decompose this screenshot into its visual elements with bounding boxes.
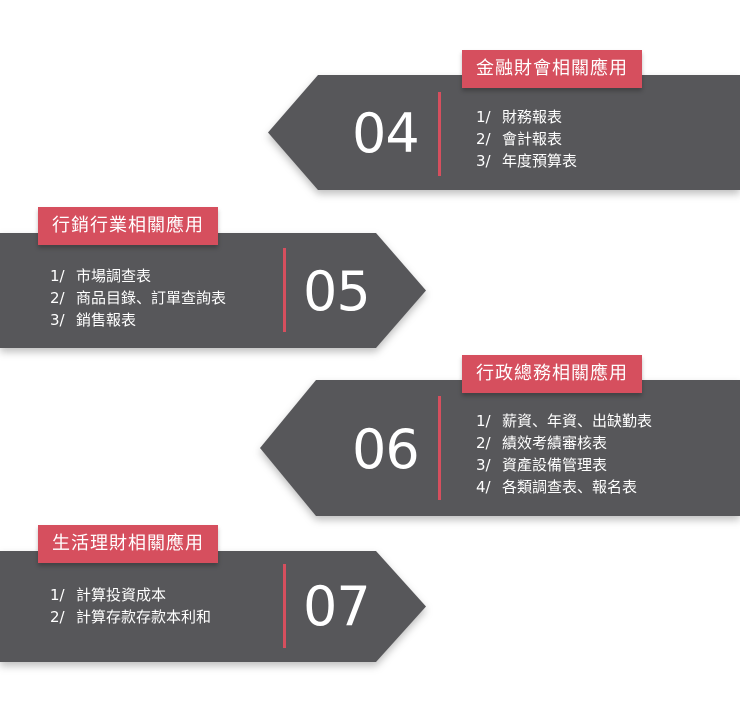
list-item: 2/商品目錄、訂單查詢表: [50, 289, 227, 307]
section-06-divider: [438, 396, 441, 500]
list-item: 2/計算存款存款本利和: [50, 608, 212, 626]
section-05-items: 1/市場調查表 2/商品目錄、訂單查詢表 3/銷售報表: [50, 265, 226, 331]
section-04-items: 1/財務報表 2/會計報表 3/年度預算表: [476, 106, 577, 172]
section-07-number: 07: [303, 575, 371, 638]
section-06-items: 1/薪資、年資、出缺勤表 2/績效考績審核表 3/資產設備管理表 4/各類調查表…: [476, 410, 652, 498]
section-04-number: 04: [352, 102, 420, 165]
section-07-label: 生活理財相關應用: [38, 525, 218, 563]
arrow-shape: [268, 75, 740, 190]
section-05-divider: [283, 248, 286, 332]
arrow-shape: [0, 551, 426, 662]
list-item: 1/計算投資成本: [50, 586, 167, 604]
section-04-arrow: [268, 75, 740, 190]
list-item: 4/各類調查表、報名表: [476, 478, 638, 496]
list-item: 2/績效考績審核表: [476, 434, 608, 452]
section-05-label: 行銷行業相關應用: [38, 207, 218, 245]
arrow-shape: [260, 380, 740, 516]
arrow-shape: [0, 233, 426, 348]
section-05-arrow: [0, 233, 426, 348]
section-05-number: 05: [303, 260, 371, 323]
list-item: 1/薪資、年資、出缺勤表: [476, 412, 653, 430]
section-06-number: 06: [352, 418, 420, 481]
section-07-divider: [283, 564, 286, 648]
list-item: 3/銷售報表: [50, 311, 137, 329]
section-04-divider: [438, 92, 441, 176]
section-06-arrow: [260, 380, 740, 516]
section-04-label: 金融財會相關應用: [462, 50, 642, 88]
list-item: 1/市場調查表: [50, 267, 152, 285]
list-item: 3/資產設備管理表: [476, 456, 608, 474]
section-07-items: 1/計算投資成本 2/計算存款存款本利和: [50, 584, 211, 628]
list-item: 1/財務報表: [476, 108, 563, 126]
list-item: 2/會計報表: [476, 130, 563, 148]
section-07-arrow: [0, 551, 426, 662]
list-item: 3/年度預算表: [476, 152, 578, 170]
section-06-label: 行政總務相關應用: [462, 355, 642, 393]
